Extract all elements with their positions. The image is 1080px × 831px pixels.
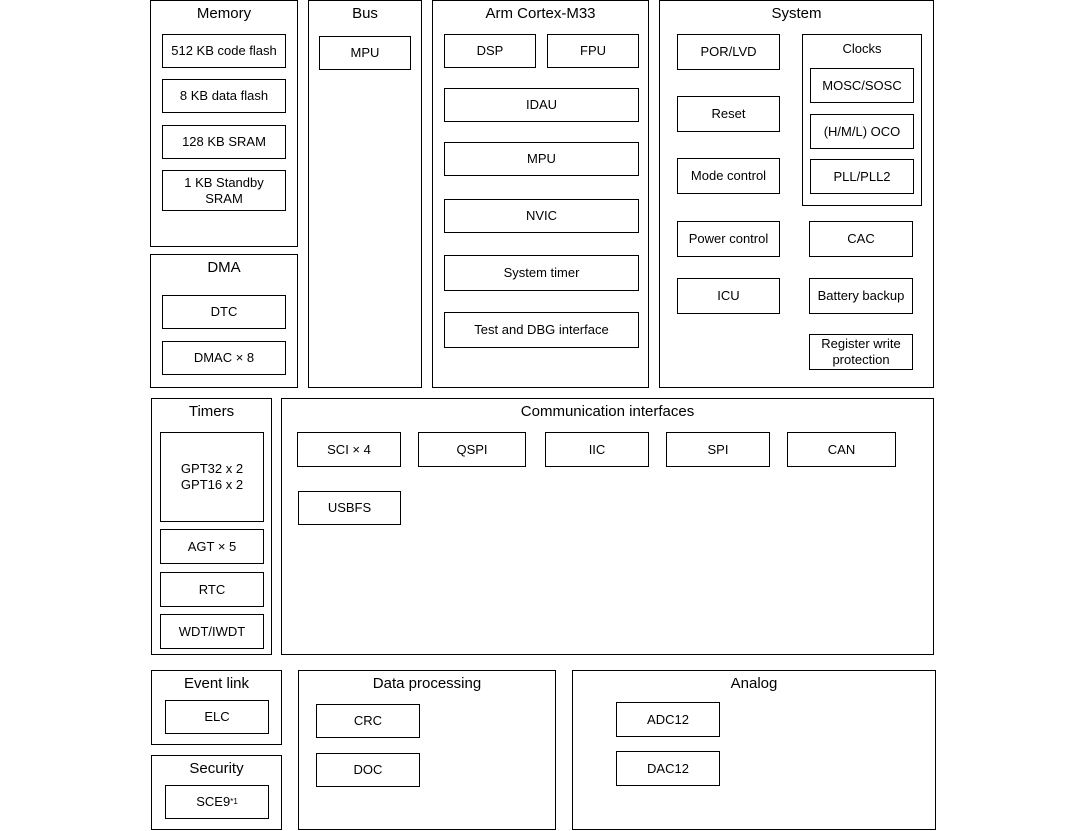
fpu-block: FPU bbox=[547, 34, 639, 68]
bus-mpu-block: MPU bbox=[319, 36, 411, 70]
reset-block: Reset bbox=[677, 96, 780, 132]
adc12-block: ADC12 bbox=[616, 702, 720, 737]
dsp-block: DSP bbox=[444, 34, 536, 68]
battery-backup-block: Battery backup bbox=[809, 278, 913, 314]
dtc-block: DTC bbox=[162, 295, 286, 329]
dma-group: DMA DTC DMAC × 8 bbox=[150, 254, 298, 388]
nvic-block: NVIC bbox=[444, 199, 639, 233]
icu-block: ICU bbox=[677, 278, 780, 314]
timers-title: Timers bbox=[188, 403, 235, 420]
spi-block: SPI bbox=[666, 432, 770, 467]
memory-group: Memory 512 KB code flash 8 KB data flash… bbox=[150, 0, 298, 247]
system-group: System POR/LVD Reset Mode control Power … bbox=[659, 0, 934, 388]
sce9-label: SCE9 bbox=[196, 794, 231, 809]
system-title: System bbox=[771, 5, 822, 22]
reg-write-line1: Register write bbox=[821, 336, 901, 351]
data-flash-block: 8 KB data flash bbox=[162, 79, 286, 113]
mode-control-block: Mode control bbox=[677, 158, 780, 194]
cortex-title: Arm Cortex-M33 bbox=[485, 5, 596, 22]
code-flash-block: 512 KB code flash bbox=[162, 34, 286, 68]
elc-block: ELC bbox=[165, 700, 269, 734]
standby-sram-line1: 1 KB Standby bbox=[184, 174, 264, 190]
reg-write-line2: protection bbox=[832, 352, 890, 367]
timers-group: Timers GPT32 x 2 GPT16 x 2 AGT × 5 RTC W… bbox=[151, 398, 272, 655]
bus-title: Bus bbox=[352, 5, 378, 22]
dac12-block: DAC12 bbox=[616, 751, 720, 786]
sci-block: SCI × 4 bbox=[297, 432, 401, 467]
cortex-mpu-block: MPU bbox=[444, 142, 639, 176]
cac-block: CAC bbox=[809, 221, 913, 257]
cortex-m33-group: Arm Cortex-M33 DSP FPU IDAU MPU NVIC Sys… bbox=[432, 0, 649, 388]
doc-block: DOC bbox=[316, 753, 420, 787]
comm-title: Communication interfaces bbox=[520, 403, 695, 420]
memory-title: Memory bbox=[196, 5, 252, 22]
data-processing-group: Data processing CRC DOC bbox=[298, 670, 556, 830]
sce9-block: SCE9*1 bbox=[165, 785, 269, 819]
analog-group: Analog ADC12 DAC12 bbox=[572, 670, 936, 830]
gpt-block: GPT32 x 2 GPT16 x 2 bbox=[160, 432, 264, 522]
data-processing-title: Data processing bbox=[372, 675, 482, 692]
crc-block: CRC bbox=[316, 704, 420, 738]
clocks-title: Clocks bbox=[842, 41, 882, 56]
qspi-block: QSPI bbox=[418, 432, 526, 467]
security-title: Security bbox=[189, 760, 244, 777]
power-control-block: Power control bbox=[677, 221, 780, 257]
security-group: Security SCE9*1 bbox=[151, 755, 282, 830]
gpt32-label: GPT32 x 2 bbox=[180, 461, 244, 476]
register-write-protection-block: Register write protection bbox=[809, 334, 913, 370]
dma-title: DMA bbox=[207, 259, 241, 276]
gpt16-label: GPT16 x 2 bbox=[180, 477, 244, 492]
idau-block: IDAU bbox=[444, 88, 639, 122]
pll-block: PLL/PLL2 bbox=[810, 159, 914, 194]
wdt-iwdt-block: WDT/IWDT bbox=[160, 614, 264, 649]
dmac-block: DMAC × 8 bbox=[162, 341, 286, 375]
agt-block: AGT × 5 bbox=[160, 529, 264, 564]
analog-title: Analog bbox=[730, 675, 778, 692]
iic-block: IIC bbox=[545, 432, 649, 467]
clocks-subgroup: Clocks MOSC/SOSC (H/M/L) OCO PLL/PLL2 bbox=[802, 34, 922, 206]
mosc-sosc-block: MOSC/SOSC bbox=[810, 68, 914, 103]
event-link-group: Event link ELC bbox=[151, 670, 282, 745]
event-link-title: Event link bbox=[183, 675, 250, 692]
oco-block: (H/M/L) OCO bbox=[810, 114, 914, 149]
por-lvd-block: POR/LVD bbox=[677, 34, 780, 70]
standby-sram-block: 1 KB Standby SRAM bbox=[162, 170, 286, 211]
test-dbg-block: Test and DBG interface bbox=[444, 312, 639, 348]
communication-interfaces-group: Communication interfaces SCI × 4 QSPI II… bbox=[281, 398, 934, 655]
standby-sram-line2: SRAM bbox=[205, 190, 243, 206]
sram-block: 128 KB SRAM bbox=[162, 125, 286, 159]
rtc-block: RTC bbox=[160, 572, 264, 607]
usbfs-block: USBFS bbox=[298, 491, 401, 525]
can-block: CAN bbox=[787, 432, 896, 467]
bus-group: Bus MPU bbox=[308, 0, 422, 388]
system-timer-block: System timer bbox=[444, 255, 639, 291]
